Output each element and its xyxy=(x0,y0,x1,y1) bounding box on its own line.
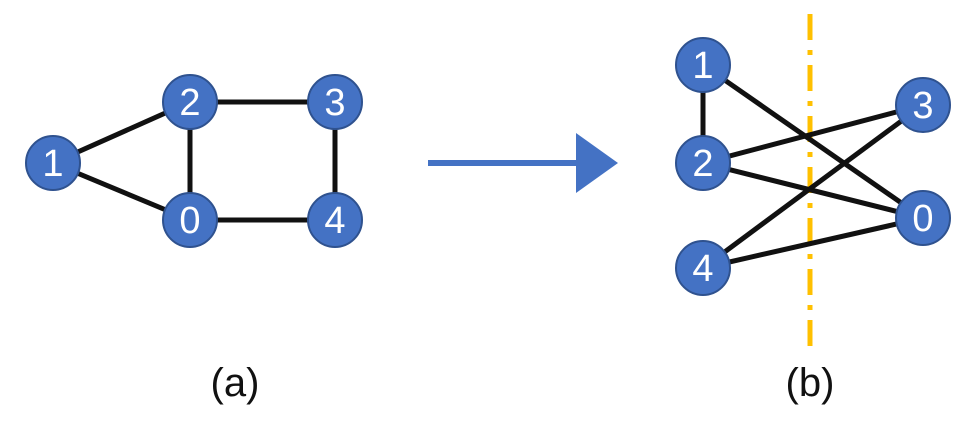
b-node-label: 1 xyxy=(692,45,713,87)
b-node-label: 4 xyxy=(692,248,713,290)
graph-panel-b: 1 2 4 3 0 xyxy=(675,14,951,348)
b-node-circle xyxy=(895,190,951,246)
a-node-2: 2 xyxy=(162,74,218,130)
b-edge-4-0 xyxy=(702,215,924,271)
panel-b-edges xyxy=(700,62,925,271)
b-edge-2-3 xyxy=(702,102,924,166)
b-node-2: 2 xyxy=(675,135,731,191)
a-node-circle xyxy=(162,192,218,248)
b-node-label: 0 xyxy=(912,198,933,240)
a-node-circle xyxy=(25,135,81,191)
a-node-label: 0 xyxy=(179,200,200,242)
a-node-label: 4 xyxy=(324,200,345,242)
b-node-circle xyxy=(895,77,951,133)
a-node-label: 1 xyxy=(42,143,63,185)
a-node-circle xyxy=(307,192,363,248)
a-node-circle xyxy=(307,74,363,130)
b-node-3: 3 xyxy=(895,77,951,133)
a-node-label: 2 xyxy=(179,82,200,124)
panel-a-nodes: 1 2 3 0 4 xyxy=(25,74,363,248)
panel-b-nodes: 1 2 4 3 0 xyxy=(675,37,951,296)
caption-a: (a) xyxy=(211,361,260,405)
a-node-circle xyxy=(162,74,218,130)
b-node-0: 0 xyxy=(895,190,951,246)
b-edge-2-0 xyxy=(702,160,924,221)
a-node-3: 3 xyxy=(307,74,363,130)
a-node-0: 0 xyxy=(162,192,218,248)
caption-b: (b) xyxy=(786,361,835,405)
a-node-label: 3 xyxy=(324,82,345,124)
b-node-label: 3 xyxy=(912,85,933,127)
b-node-circle xyxy=(675,37,731,93)
b-node-circle xyxy=(675,240,731,296)
a-node-1: 1 xyxy=(25,135,81,191)
b-edge-4-3 xyxy=(701,102,925,271)
b-node-4: 4 xyxy=(675,240,731,296)
b-node-label: 2 xyxy=(692,143,713,185)
a-node-4: 4 xyxy=(307,192,363,248)
b-node-1: 1 xyxy=(675,37,731,93)
b-edge-1-0 xyxy=(701,62,925,221)
graph-panel-a: 1 2 3 0 4 xyxy=(25,74,363,248)
b-node-circle xyxy=(675,135,731,191)
